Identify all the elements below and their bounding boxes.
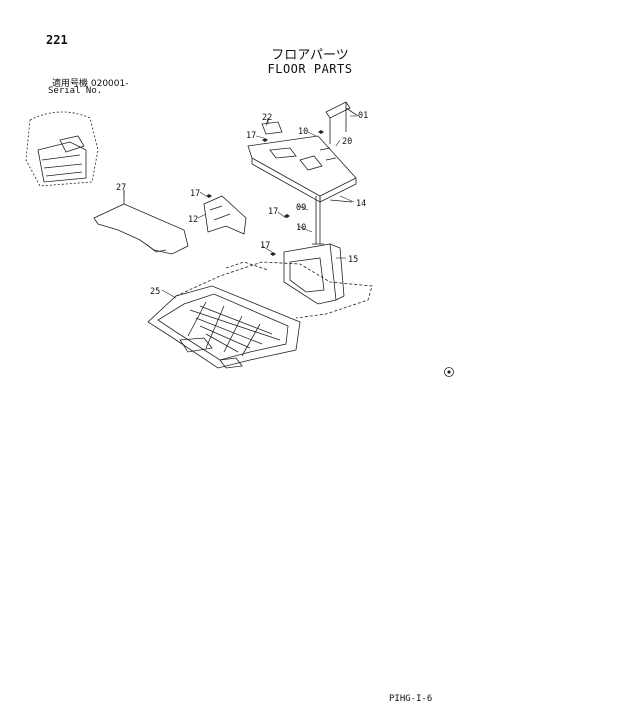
callout-12: 12 xyxy=(188,215,198,225)
callout-20: 20 xyxy=(342,137,352,147)
serial-label-english: Serial No. xyxy=(48,86,103,96)
title-english: FLOOR PARTS xyxy=(267,62,353,76)
floor-panel-14 xyxy=(247,135,357,203)
callout-10-top: 10 xyxy=(298,127,308,137)
serial-label-japanese: 適用号機 020001- xyxy=(52,79,129,89)
callout-09: 09 xyxy=(296,203,306,213)
callout-17-lower: 17 xyxy=(260,241,270,251)
callout-17-mid: 17 xyxy=(190,189,200,199)
callout-14: 14 xyxy=(356,199,366,209)
floor-mat-25 xyxy=(147,285,301,369)
page-number: 221 xyxy=(46,33,68,47)
callout-17-top: 17 xyxy=(246,131,256,141)
fastener-symbols xyxy=(206,130,324,256)
callout-27: 27 xyxy=(116,183,126,193)
side-plate-12 xyxy=(203,195,247,235)
floor-mat-27 xyxy=(93,190,189,255)
side-panel-15 xyxy=(283,243,345,305)
callout-01: 01 xyxy=(358,111,368,121)
floor-outline xyxy=(175,261,373,319)
callout-10-bottom: 10 xyxy=(296,223,306,233)
callout-25: 25 xyxy=(150,287,160,297)
callout-17-right: 17 xyxy=(268,207,278,217)
footer-code: PIHG-I-6 xyxy=(389,694,433,704)
callout-22: 22 xyxy=(262,113,272,123)
bracket-01 xyxy=(325,101,359,144)
circled-mark-icon xyxy=(444,367,454,377)
callout-15: 15 xyxy=(348,255,358,265)
machine-thumbnail xyxy=(25,111,99,187)
title-japanese: フロアパーツ xyxy=(271,48,349,63)
leader-lines xyxy=(123,115,356,299)
rod-09 xyxy=(312,196,353,245)
